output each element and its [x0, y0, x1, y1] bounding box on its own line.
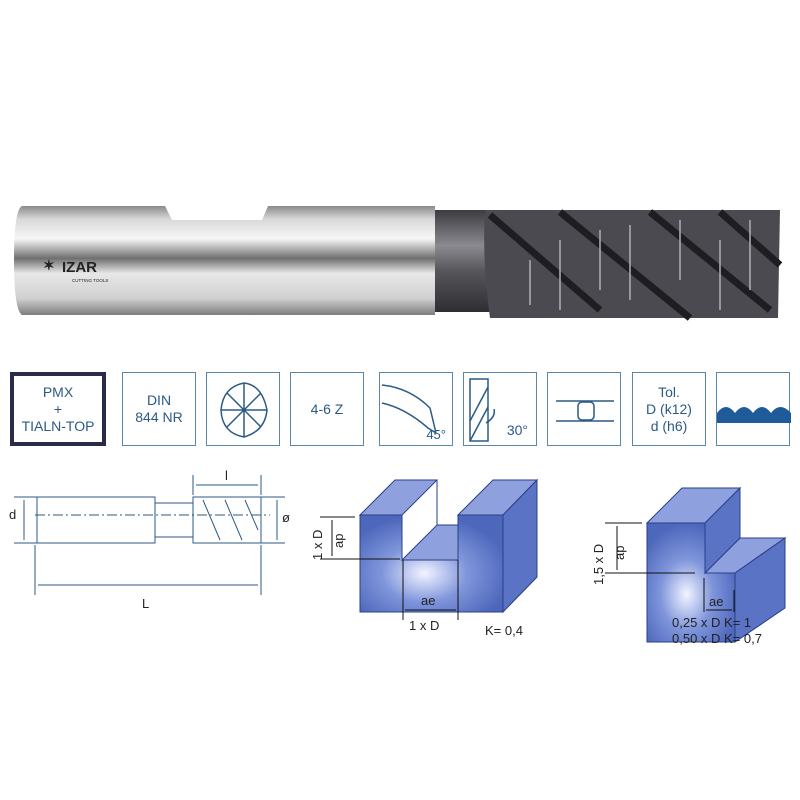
helix-angle-label: 30°: [506, 422, 528, 438]
coating-line: TIALN-TOP: [21, 417, 95, 434]
side-block: [645, 486, 787, 643]
end-face-icon: [206, 372, 280, 446]
tolerance-box: Tol. D (k12) d (h6): [632, 372, 706, 446]
slot-ae-label: ae: [421, 593, 435, 608]
coating-box: PMX + TIALN-TOP: [10, 372, 106, 446]
coating-line: PMX: [42, 383, 74, 400]
slot-block: [358, 478, 539, 614]
dimension-drawing: [14, 475, 285, 595]
standard-line: DIN: [146, 392, 172, 408]
side-ap-label: ap: [612, 546, 627, 560]
tolerance-line: d (h6): [650, 417, 688, 434]
helix-angle-box: 30°: [463, 372, 537, 446]
svg-text:IZAR: IZAR: [62, 259, 97, 276]
flutes-label: 4-6 Z: [310, 400, 344, 417]
shank: [14, 206, 435, 315]
chamfer-angle-box: 45°: [379, 372, 453, 446]
diameter-label: ø: [282, 510, 290, 525]
l-label: l: [225, 468, 228, 483]
slot-k-label: K= 0,4: [485, 623, 523, 638]
weldon-shank-icon: [547, 372, 621, 446]
d-label: d: [9, 507, 16, 522]
tolerance-line: D (k12): [646, 400, 692, 417]
chamfer-angle-label: 45°: [426, 427, 446, 442]
slot-dimensions: [320, 516, 459, 620]
coating-line: +: [53, 400, 63, 417]
side-k1-label: 0,25 x D K= 1: [672, 615, 751, 630]
svg-text:✶: ✶: [43, 257, 55, 273]
L-label: L: [142, 596, 149, 611]
side-dimensions: [605, 522, 735, 612]
standard-box: DIN 844 NR: [122, 372, 196, 446]
cutting-flutes: [484, 209, 783, 321]
slot-ap-label: ap: [331, 534, 346, 548]
side-ae-label: ae: [709, 594, 723, 609]
technical-diagrams: d l L ø 1 x D ap ae 1 x D K= 0,4 1,5 x D…: [9, 468, 787, 646]
izar-logo: ✶ IZAR CUTTING TOOLS: [43, 257, 108, 283]
tolerance-line: Tol.: [658, 383, 680, 400]
slot-depth-label: 1 x D: [310, 530, 325, 560]
flutes-box: 4-6 Z: [290, 372, 364, 446]
standard-line: 844 NR: [135, 409, 183, 425]
slot-width-label: 1 x D: [409, 618, 439, 633]
neck: [435, 210, 490, 312]
side-depth-label: 1,5 x D: [591, 544, 606, 585]
end-mill-image: ✶ IZAR CUTTING TOOLS: [14, 206, 783, 321]
side-k2-label: 0,50 x D K= 0,7: [672, 631, 762, 646]
roughing-profile-icon: [716, 372, 791, 446]
svg-text:CUTTING TOOLS: CUTTING TOOLS: [72, 278, 108, 283]
